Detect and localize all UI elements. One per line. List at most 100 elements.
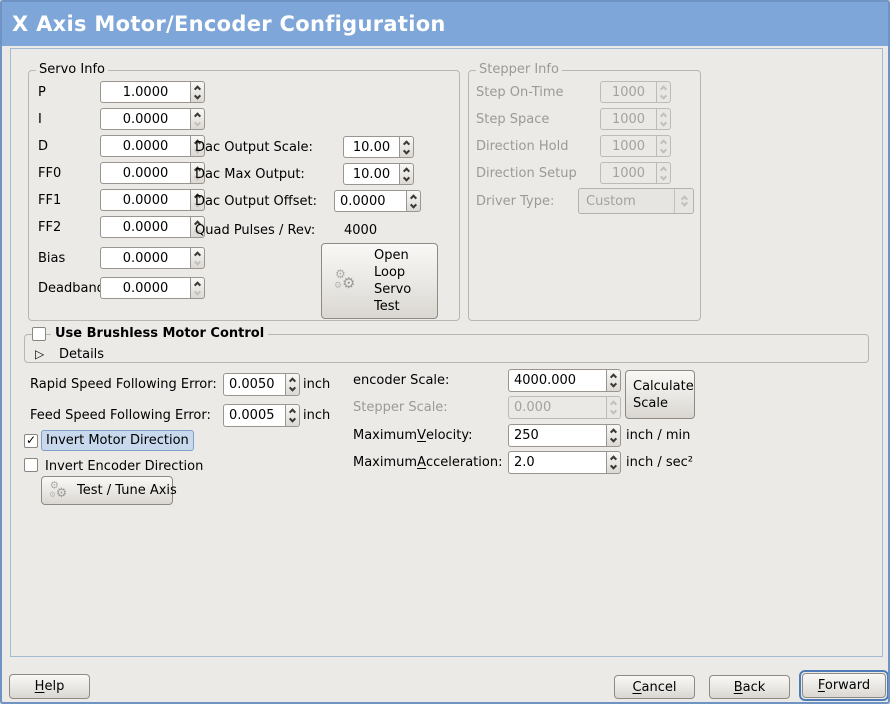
details-expander-label[interactable]: Details — [59, 346, 105, 362]
dac-output-offset-spinbox[interactable]: 0.0000 — [334, 190, 421, 212]
brushless-checkbox[interactable] — [32, 327, 46, 341]
dac-output-scale-spinbox[interactable]: 10.00 — [343, 136, 414, 158]
max-velocity-input[interactable]: 250 — [508, 424, 606, 447]
step-space-spin-buttons — [656, 108, 671, 130]
feed-ferror-input[interactable]: 0.0005 — [223, 404, 285, 427]
spin-down-icon[interactable] — [286, 415, 299, 427]
rapid-ferror-spinbox[interactable]: 0.0050 — [223, 373, 300, 396]
spin-down-icon[interactable] — [607, 380, 620, 392]
feed-ferror-spin-buttons[interactable] — [285, 404, 300, 427]
d-input[interactable]: 0.0000 — [100, 135, 190, 157]
spin-up-icon[interactable] — [607, 425, 620, 436]
deadband-input[interactable]: 0.0000 — [100, 277, 190, 299]
max-velocity-spinbox[interactable]: 250 — [508, 424, 621, 447]
help-button[interactable]: Help — [9, 674, 90, 699]
spin-up-icon[interactable] — [400, 137, 413, 147]
spin-up-icon[interactable] — [286, 374, 299, 385]
spin-up-icon[interactable] — [191, 248, 204, 258]
ff0-spinbox[interactable]: 0.0000 — [100, 162, 205, 184]
bias-input[interactable]: 0.0000 — [100, 247, 190, 269]
forward-button[interactable]: Forward — [802, 673, 886, 698]
ff1-spinbox[interactable]: 0.0000 — [100, 189, 205, 211]
spin-down-icon[interactable] — [191, 119, 204, 129]
spin-up-icon[interactable] — [607, 452, 620, 463]
spin-up-icon[interactable] — [191, 82, 204, 92]
bias-spin-buttons[interactable] — [190, 247, 205, 269]
dac-output-offset-input[interactable]: 0.0000 — [334, 190, 406, 212]
dac-output-scale-spin-buttons[interactable] — [399, 136, 414, 158]
deadband-spinbox[interactable]: 0.0000 — [100, 277, 205, 299]
ff1-spin-buttons[interactable] — [190, 189, 205, 211]
d-spinbox[interactable]: 0.0000 — [100, 135, 205, 157]
spin-down-icon[interactable] — [286, 384, 299, 396]
invert-encoder-label[interactable]: Invert Encoder Direction — [45, 458, 204, 474]
feed-ferror-label: Feed Speed Following Error: — [30, 408, 211, 423]
ff0-input[interactable]: 0.0000 — [100, 162, 190, 184]
invert-motor-label[interactable]: Invert Motor Direction — [41, 430, 194, 451]
p-spinbox[interactable]: 1.0000 — [100, 81, 205, 103]
rapid-ferror-input[interactable]: 0.0050 — [223, 373, 285, 396]
ff1-input[interactable]: 0.0000 — [100, 189, 190, 211]
d-spin-buttons[interactable] — [190, 135, 205, 157]
stepper-info-legend: Stepper Info — [476, 62, 562, 77]
forward-label: Forward — [817, 678, 871, 693]
i-spinbox[interactable]: 0.0000 — [100, 108, 205, 130]
dac-max-output-spinbox[interactable]: 10.00 — [343, 163, 414, 185]
forward-button-focus-ring: Forward — [799, 670, 888, 701]
spin-up-icon[interactable] — [607, 370, 620, 381]
stepper-scale-label: Stepper Scale: — [353, 400, 448, 415]
max-acceleration-input[interactable]: 2.0 — [508, 451, 606, 474]
i-input[interactable]: 0.0000 — [100, 108, 190, 130]
spin-down-icon[interactable] — [607, 435, 620, 447]
spin-down-icon[interactable] — [191, 288, 204, 298]
p-spin-buttons[interactable] — [190, 81, 205, 103]
spin-up-icon[interactable] — [400, 164, 413, 174]
encoder-scale-spin-buttons[interactable] — [606, 369, 621, 392]
spin-down-icon[interactable] — [400, 147, 413, 157]
feed-ferror-spinbox[interactable]: 0.0005 — [223, 404, 300, 427]
step-space-label: Step Space — [476, 111, 550, 127]
max-acceleration-spinbox[interactable]: 2.0 — [508, 451, 621, 474]
invert-motor-checkbox[interactable]: ✓ — [24, 434, 38, 448]
spin-up-icon[interactable] — [407, 191, 420, 201]
calculate-scale-button[interactable]: Calculate Scale — [625, 370, 695, 419]
spin-down-icon[interactable] — [607, 462, 620, 474]
test-tune-axis-button[interactable]: ⚙⚙⚙ Test / Tune Axis — [41, 476, 177, 505]
dac-output-offset-label: Dac Output Offset: — [195, 193, 317, 209]
ff2-spinbox[interactable]: 0.0000 — [100, 216, 205, 238]
spin-down-icon[interactable] — [191, 92, 204, 102]
quad-pulses-value: 4000 — [344, 222, 378, 238]
p-input[interactable]: 1.0000 — [100, 81, 190, 103]
deadband-spin-buttons[interactable] — [190, 277, 205, 299]
back-button[interactable]: Back — [709, 675, 790, 699]
encoder-scale-input[interactable]: 4000.000 — [508, 369, 606, 392]
spin-down-icon[interactable] — [407, 201, 420, 211]
invert-encoder-checkbox[interactable] — [24, 458, 38, 472]
spin-up-icon[interactable] — [191, 278, 204, 288]
bias-spinbox[interactable]: 0.0000 — [100, 247, 205, 269]
ff2-input[interactable]: 0.0000 — [100, 216, 190, 238]
details-expander-icon[interactable]: ▷ — [35, 347, 45, 361]
max-acceleration-spin-buttons[interactable] — [606, 451, 621, 474]
open-loop-servo-test-button[interactable]: ⚙⚙⚙ Open Loop Servo Test — [321, 243, 438, 319]
rapid-ferror-spin-buttons[interactable] — [285, 373, 300, 396]
max-velocity-spin-buttons[interactable] — [606, 424, 621, 447]
spin-up-icon[interactable] — [191, 109, 204, 119]
direction-setup-spinbox: 1000 — [600, 162, 671, 184]
dac-output-offset-spin-buttons[interactable] — [406, 190, 421, 212]
feed-ferror-unit: inch — [303, 408, 331, 423]
ff0-spin-buttons[interactable] — [190, 162, 205, 184]
cancel-button[interactable]: Cancel — [614, 675, 695, 699]
spin-up-icon[interactable] — [286, 405, 299, 416]
spin-down-icon[interactable] — [191, 258, 204, 268]
spin-down-icon[interactable] — [400, 174, 413, 184]
encoder-scale-spinbox[interactable]: 4000.000 — [508, 369, 621, 392]
spin-up-icon — [607, 397, 620, 408]
direction-setup-input: 1000 — [600, 162, 656, 184]
i-spin-buttons[interactable] — [190, 108, 205, 130]
ff2-spin-buttons[interactable] — [190, 216, 205, 238]
dac-max-output-spin-buttons[interactable] — [399, 163, 414, 185]
direction-hold-label: Direction Hold — [476, 138, 569, 154]
dac-output-scale-input[interactable]: 10.00 — [343, 136, 399, 158]
dac-max-output-input[interactable]: 10.00 — [343, 163, 399, 185]
